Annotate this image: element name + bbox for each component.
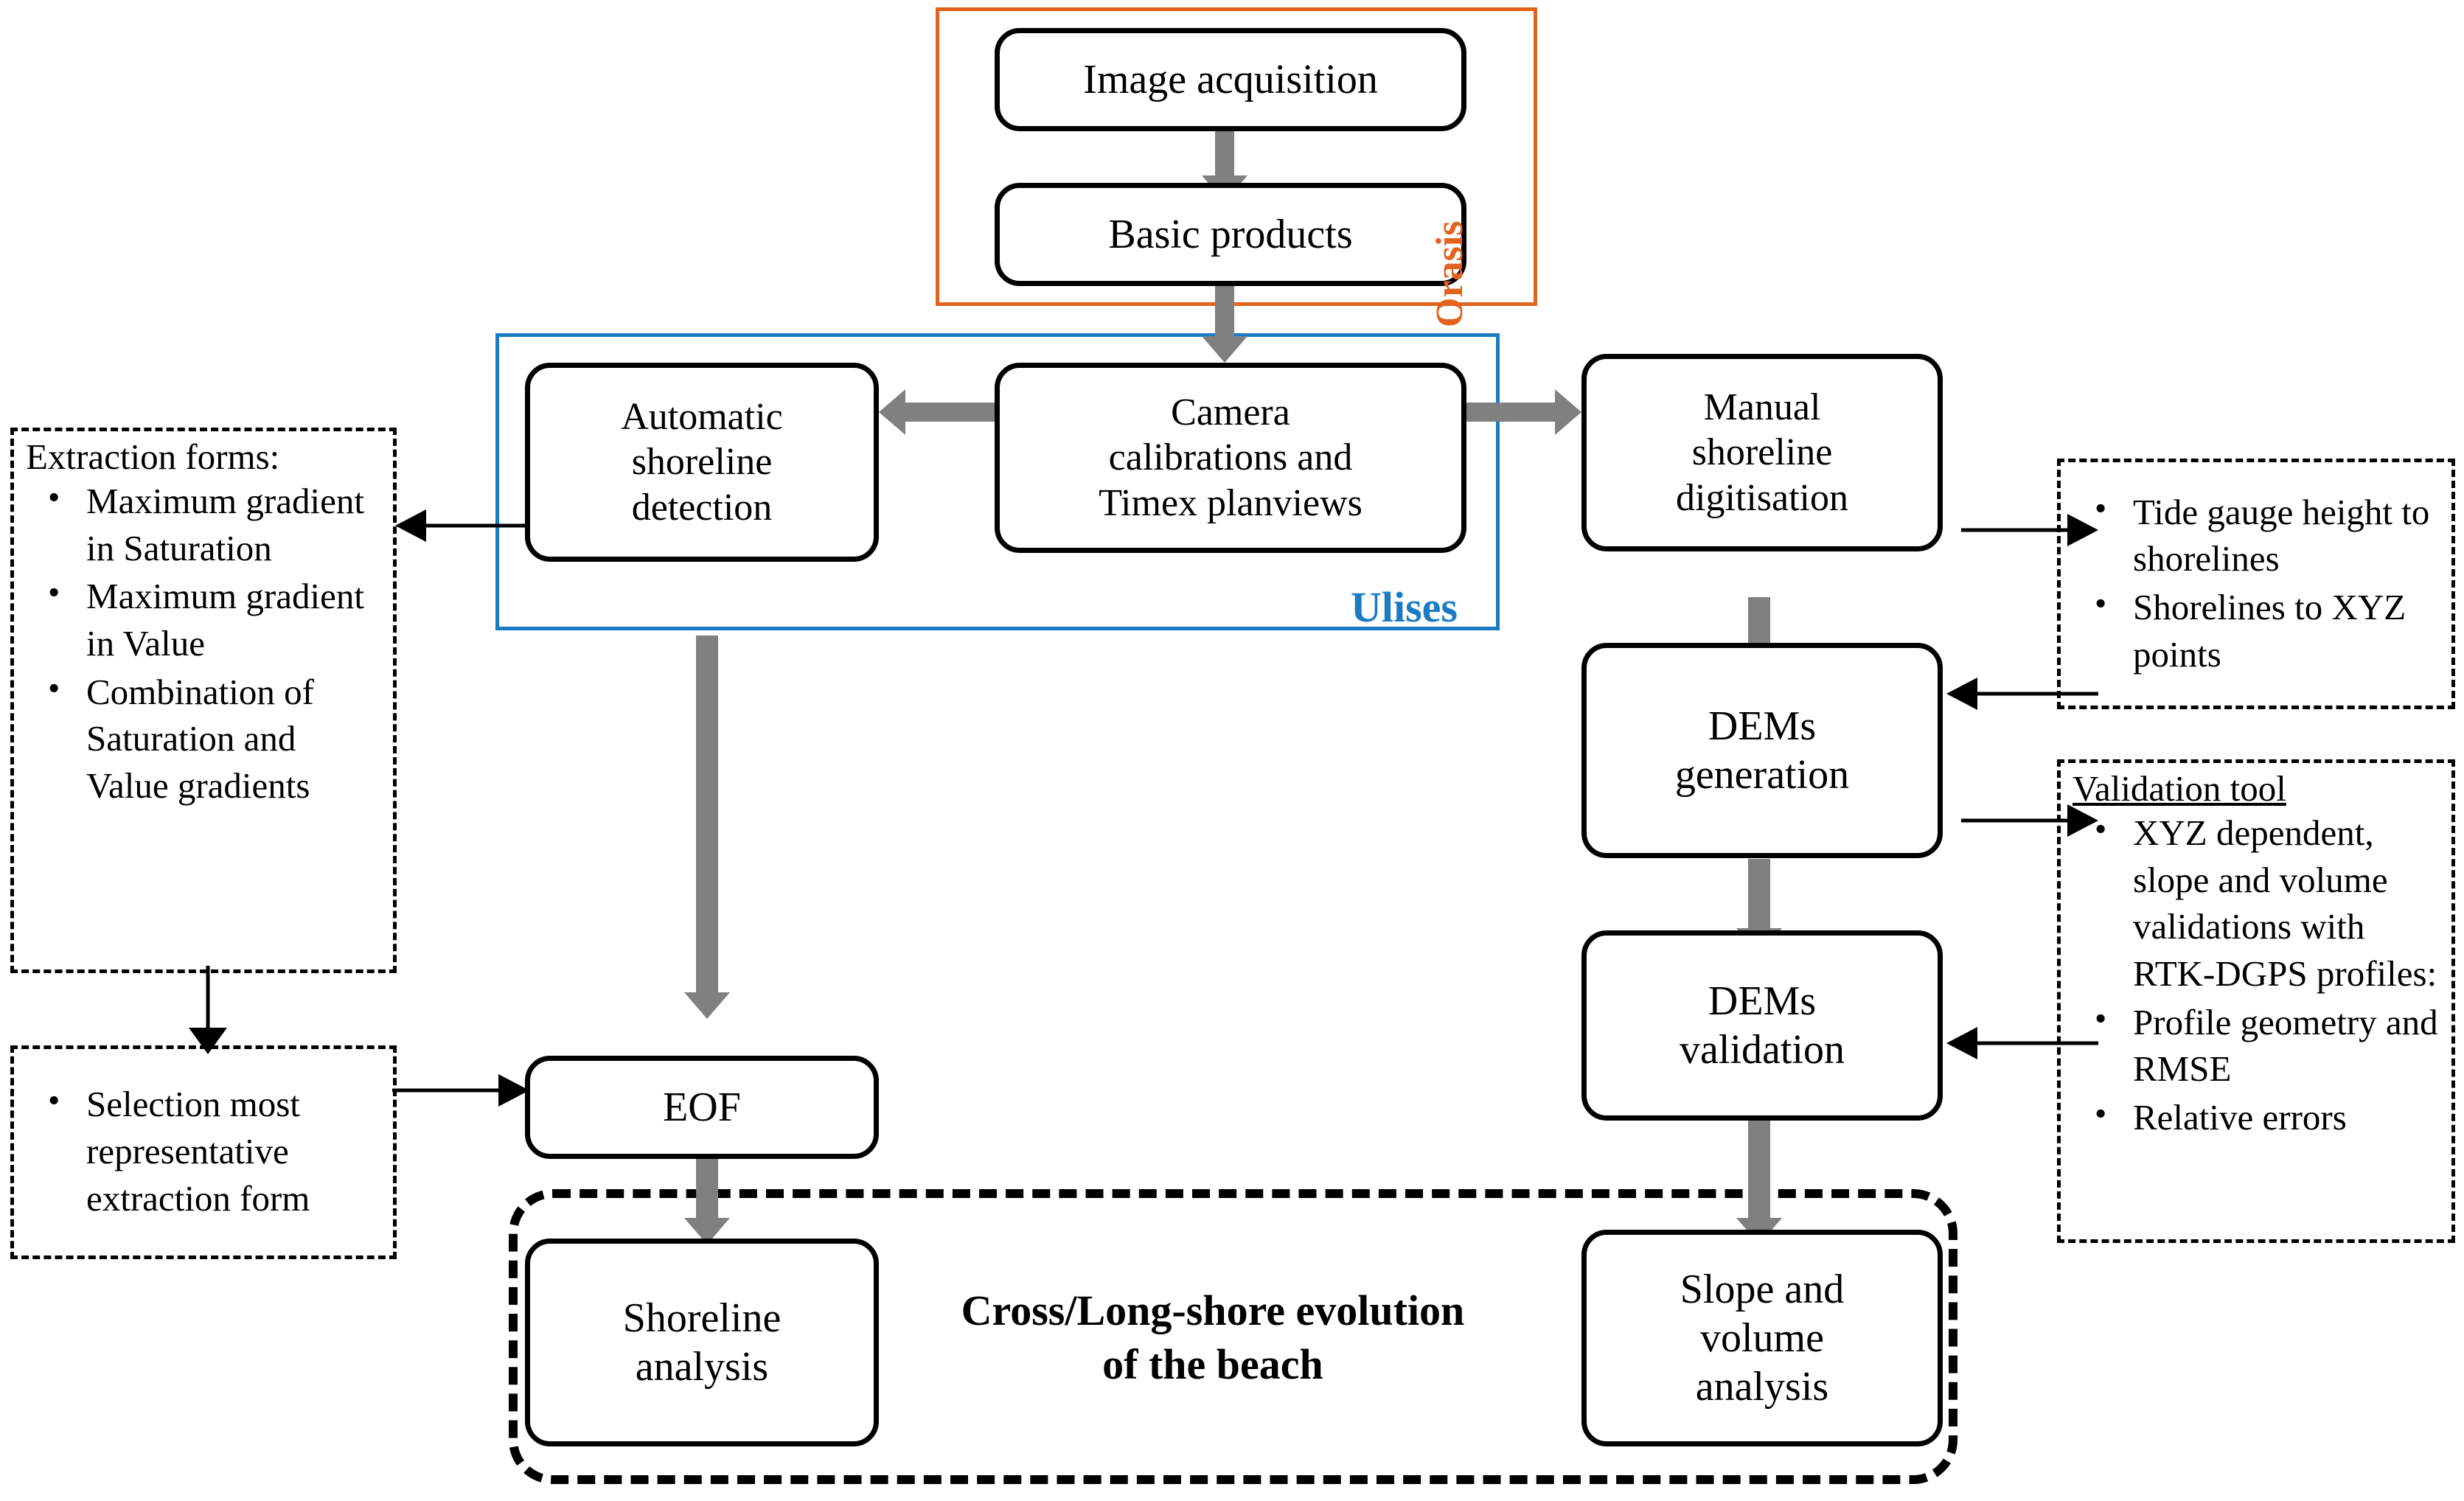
node-basic-products[interactable]: Basic products	[995, 183, 1466, 286]
node-eof-label: EOF	[663, 1084, 741, 1130]
node-slope-volume-line3: analysis	[1695, 1364, 1829, 1410]
node-dems-validation[interactable]: DEMs validation	[1581, 930, 1943, 1121]
node-shoreline-analysis-line2: analysis	[635, 1344, 769, 1390]
node-manual-shoreline-digitisation[interactable]: Manual shoreline digitisation	[1581, 354, 1943, 551]
group-frame-cross-longshore	[509, 1189, 1957, 1484]
node-dems-validation-line1: DEMs	[1708, 978, 1817, 1024]
node-camera-calibrations-line1: Camera	[1171, 391, 1290, 433]
node-camera-calibrations-timex-planviews[interactable]: Camera calibrations and Timex planviews	[995, 363, 1466, 553]
node-automatic-shoreline-line1: Automatic	[621, 395, 783, 438]
list-item: XYZ dependent, slope and volume validati…	[2095, 808, 2444, 997]
group-label-orasis: Orasis	[1429, 220, 1471, 327]
note-extraction-forms-list: Maximum gradient in Saturation Maximum g…	[14, 476, 393, 809]
node-dems-generation-line1: DEMs	[1708, 703, 1817, 749]
group-label-ulises: Ulises	[1351, 583, 1458, 631]
arrow-tide-gauge-note-to-dems-generation	[1946, 677, 2098, 711]
note-extraction-forms[interactable]: Extraction forms: Maximum gradient in Sa…	[10, 428, 397, 973]
arrow-dems-validation-to-slope-volume-analysis	[1736, 1121, 1782, 1244]
note-selection-extraction-form[interactable]: Selection most representative extraction…	[10, 1045, 397, 1259]
node-manual-digitisation-line2: shoreline	[1691, 431, 1833, 474]
arrow-extraction-forms-to-selection	[188, 966, 228, 1054]
node-automatic-shoreline-detection[interactable]: Automatic shoreline detection	[525, 363, 879, 562]
list-item: Combination of Saturation and Value grad…	[48, 667, 386, 809]
node-shoreline-analysis[interactable]: Shoreline analysis	[525, 1239, 879, 1446]
arrow-basic-products-to-camera-calibrations	[1202, 286, 1247, 363]
arrow-dems-generation-to-validation-tool-note	[1961, 804, 2098, 837]
bottom-caption-line1: Cross/Long-shore evolution	[961, 1286, 1465, 1334]
list-item: Relative errors	[2095, 1093, 2444, 1141]
node-automatic-shoreline-line2: shoreline	[631, 441, 773, 484]
arrow-camera-to-automatic-detection	[879, 389, 1003, 435]
node-automatic-shoreline-line3: detection	[631, 486, 773, 529]
arrow-automatic-detection-to-extraction-forms	[395, 509, 528, 543]
note-validation-tool-title: Validation tool	[2073, 768, 2286, 809]
node-manual-digitisation-line1: Manual	[1703, 386, 1821, 428]
list-item: Maximum gradient in Value	[48, 571, 386, 666]
node-camera-calibrations-line3: Timex planviews	[1099, 481, 1362, 524]
note-validation-tool-list: XYZ dependent, slope and volume validati…	[2061, 808, 2451, 1141]
node-shoreline-analysis-line1: Shoreline	[622, 1295, 782, 1341]
node-dems-validation-line2: validation	[1680, 1027, 1845, 1073]
group-frame-ulises	[495, 333, 1500, 630]
node-slope-volume-analysis[interactable]: Slope and volume analysis	[1581, 1230, 1943, 1446]
bottom-caption: Cross/Long-shore evolution of the beach	[918, 1284, 1508, 1391]
arrow-camera-to-manual-digitisation	[1458, 389, 1581, 435]
arrow-validation-tool-note-to-dems-validation	[1946, 1026, 2098, 1060]
note-tide-gauge-list: Tide gauge height to shorelines Shorelin…	[2061, 487, 2451, 680]
list-item: Profile geometry and RMSE	[2095, 997, 2444, 1093]
node-image-acquisition-label: Image acquisition	[1083, 56, 1378, 102]
node-slope-volume-line1: Slope and	[1680, 1266, 1845, 1312]
arrow-manual-digitisation-to-tide-gauge-note	[1961, 513, 2098, 547]
node-eof[interactable]: EOF	[525, 1056, 879, 1159]
arrow-automatic-detection-to-eof	[684, 635, 730, 1019]
list-item: Maximum gradient in Saturation	[48, 476, 386, 571]
node-image-acquisition[interactable]: Image acquisition	[995, 28, 1466, 131]
note-selection-list: Selection most representative extraction…	[14, 1079, 393, 1223]
list-item: Selection most representative extraction…	[48, 1079, 386, 1222]
group-frame-orasis	[936, 7, 1537, 306]
arrow-selection-to-eof	[392, 1073, 529, 1107]
note-validation-tool[interactable]: Validation tool XYZ dependent, slope and…	[2057, 759, 2455, 1243]
node-manual-digitisation-line3: digitisation	[1676, 476, 1848, 519]
note-tide-gauge[interactable]: Tide gauge height to shorelines Shorelin…	[2057, 459, 2455, 709]
bottom-caption-line2: of the beach	[1102, 1340, 1323, 1388]
node-basic-products-label: Basic products	[1108, 211, 1353, 257]
node-slope-volume-line2: volume	[1700, 1314, 1824, 1361]
note-extraction-forms-title: Extraction forms:	[26, 436, 280, 477]
node-dems-generation[interactable]: DEMs generation	[1581, 643, 1943, 858]
list-item: Tide gauge height to shorelines	[2095, 487, 2444, 582]
node-camera-calibrations-line2: calibrations and	[1108, 436, 1353, 479]
list-item: Shorelines to XYZ points	[2095, 582, 2444, 678]
node-dems-generation-line2: generation	[1674, 752, 1850, 798]
